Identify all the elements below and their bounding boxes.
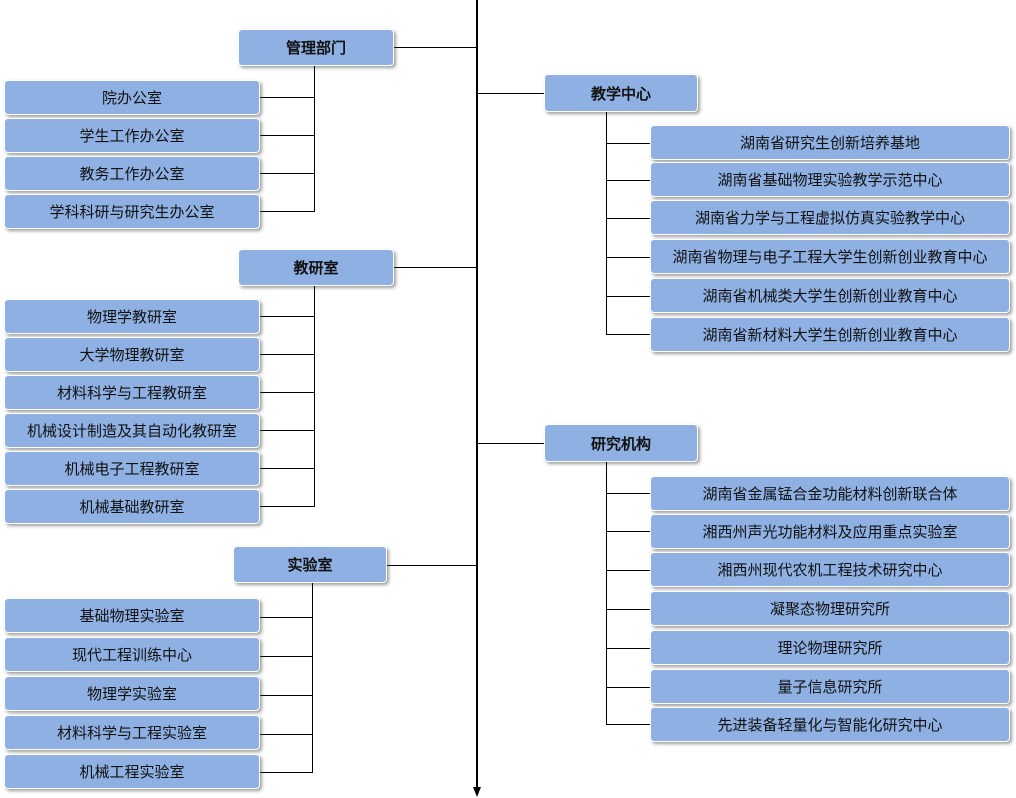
teach-item: 机械设计制造及其自动化教研室 [4,413,260,448]
connector-lab [387,565,477,566]
teach-item: 机械基础教研室 [4,489,260,524]
research-tick-5 [606,687,650,688]
research-header: 研究机构 [544,424,698,462]
lab-item: 机械工程实验室 [4,754,260,789]
mgmt-vline [314,66,315,212]
teach-item: 大学物理教研室 [4,337,260,372]
teach-item: 物理学教研室 [4,299,260,334]
mgmt-header: 管理部门 [238,29,394,66]
mgmt-item: 学生工作办公室 [4,118,260,153]
lab-vline [312,583,313,773]
connector-center [477,93,544,94]
mgmt-item: 学科科研与研究生办公室 [4,194,260,229]
lab-item: 基础物理实验室 [4,598,260,633]
center-tick-2 [606,218,650,219]
teach-tick-3 [260,430,315,431]
connector-research [477,443,544,444]
lab-tick-2 [260,695,313,696]
lab-tick-4 [260,772,313,773]
center-tick-4 [606,296,650,297]
teach-tick-1 [260,354,315,355]
lab-header: 实验室 [233,546,387,583]
lab-item: 材料科学与工程实验室 [4,715,260,750]
center-tick-3 [606,257,650,258]
center-tick-0 [606,143,650,144]
mgmt-item: 院办公室 [4,80,260,115]
research-item: 湘西州声光功能材料及应用重点实验室 [650,514,1010,549]
lab-item: 物理学实验室 [4,676,260,711]
research-item: 湖南省金属锰合金功能材料创新联合体 [650,476,1010,511]
center-item: 湖南省研究生创新培养基地 [650,125,1010,160]
research-tick-3 [606,609,650,610]
center-item: 湖南省新材料大学生创新创业教育中心 [650,317,1010,352]
down-arrow-icon [473,787,481,797]
center-tick-1 [606,180,650,181]
research-tick-1 [606,531,650,532]
center-tick-5 [606,334,650,335]
center-item: 湖南省物理与电子工程大学生创新创业教育中心 [650,239,1010,274]
research-item: 先进装备轻量化与智能化研究中心 [650,707,1010,742]
teach-tick-0 [260,316,315,317]
teach-tick-4 [260,468,315,469]
teach-item: 材料科学与工程教研室 [4,375,260,410]
research-item: 湘西州现代农机工程技术研究中心 [650,552,1010,587]
research-item: 理论物理研究所 [650,630,1010,665]
main-spine [476,0,478,787]
research-item: 凝聚态物理研究所 [650,591,1010,626]
center-item: 湖南省基础物理实验教学示范中心 [650,162,1010,197]
teach-tick-5 [260,506,315,507]
lab-tick-0 [260,617,313,618]
teach-tick-2 [260,392,315,393]
center-vline [606,112,607,335]
mgmt-item: 教务工作办公室 [4,156,260,191]
center-header: 教学中心 [544,74,698,112]
mgmt-tick-2 [260,173,315,174]
research-vline [606,462,607,725]
connector-mgmt [393,47,477,48]
center-item: 湖南省力学与工程虚拟仿真实验教学中心 [650,200,1010,235]
research-tick-6 [606,724,650,725]
center-item: 湖南省机械类大学生创新创业教育中心 [650,278,1010,313]
research-tick-4 [606,648,650,649]
mgmt-tick-1 [260,135,315,136]
research-tick-0 [606,493,650,494]
teach-vline [314,286,315,507]
lab-tick-3 [260,734,313,735]
mgmt-tick-0 [260,97,315,98]
research-item: 量子信息研究所 [650,669,1010,704]
research-tick-2 [606,570,650,571]
mgmt-tick-3 [260,211,315,212]
connector-teach [393,267,477,268]
lab-tick-1 [260,656,313,657]
lab-item: 现代工程训练中心 [4,637,260,672]
teach-header: 教研室 [238,249,394,286]
teach-item: 机械电子工程教研室 [4,451,260,486]
